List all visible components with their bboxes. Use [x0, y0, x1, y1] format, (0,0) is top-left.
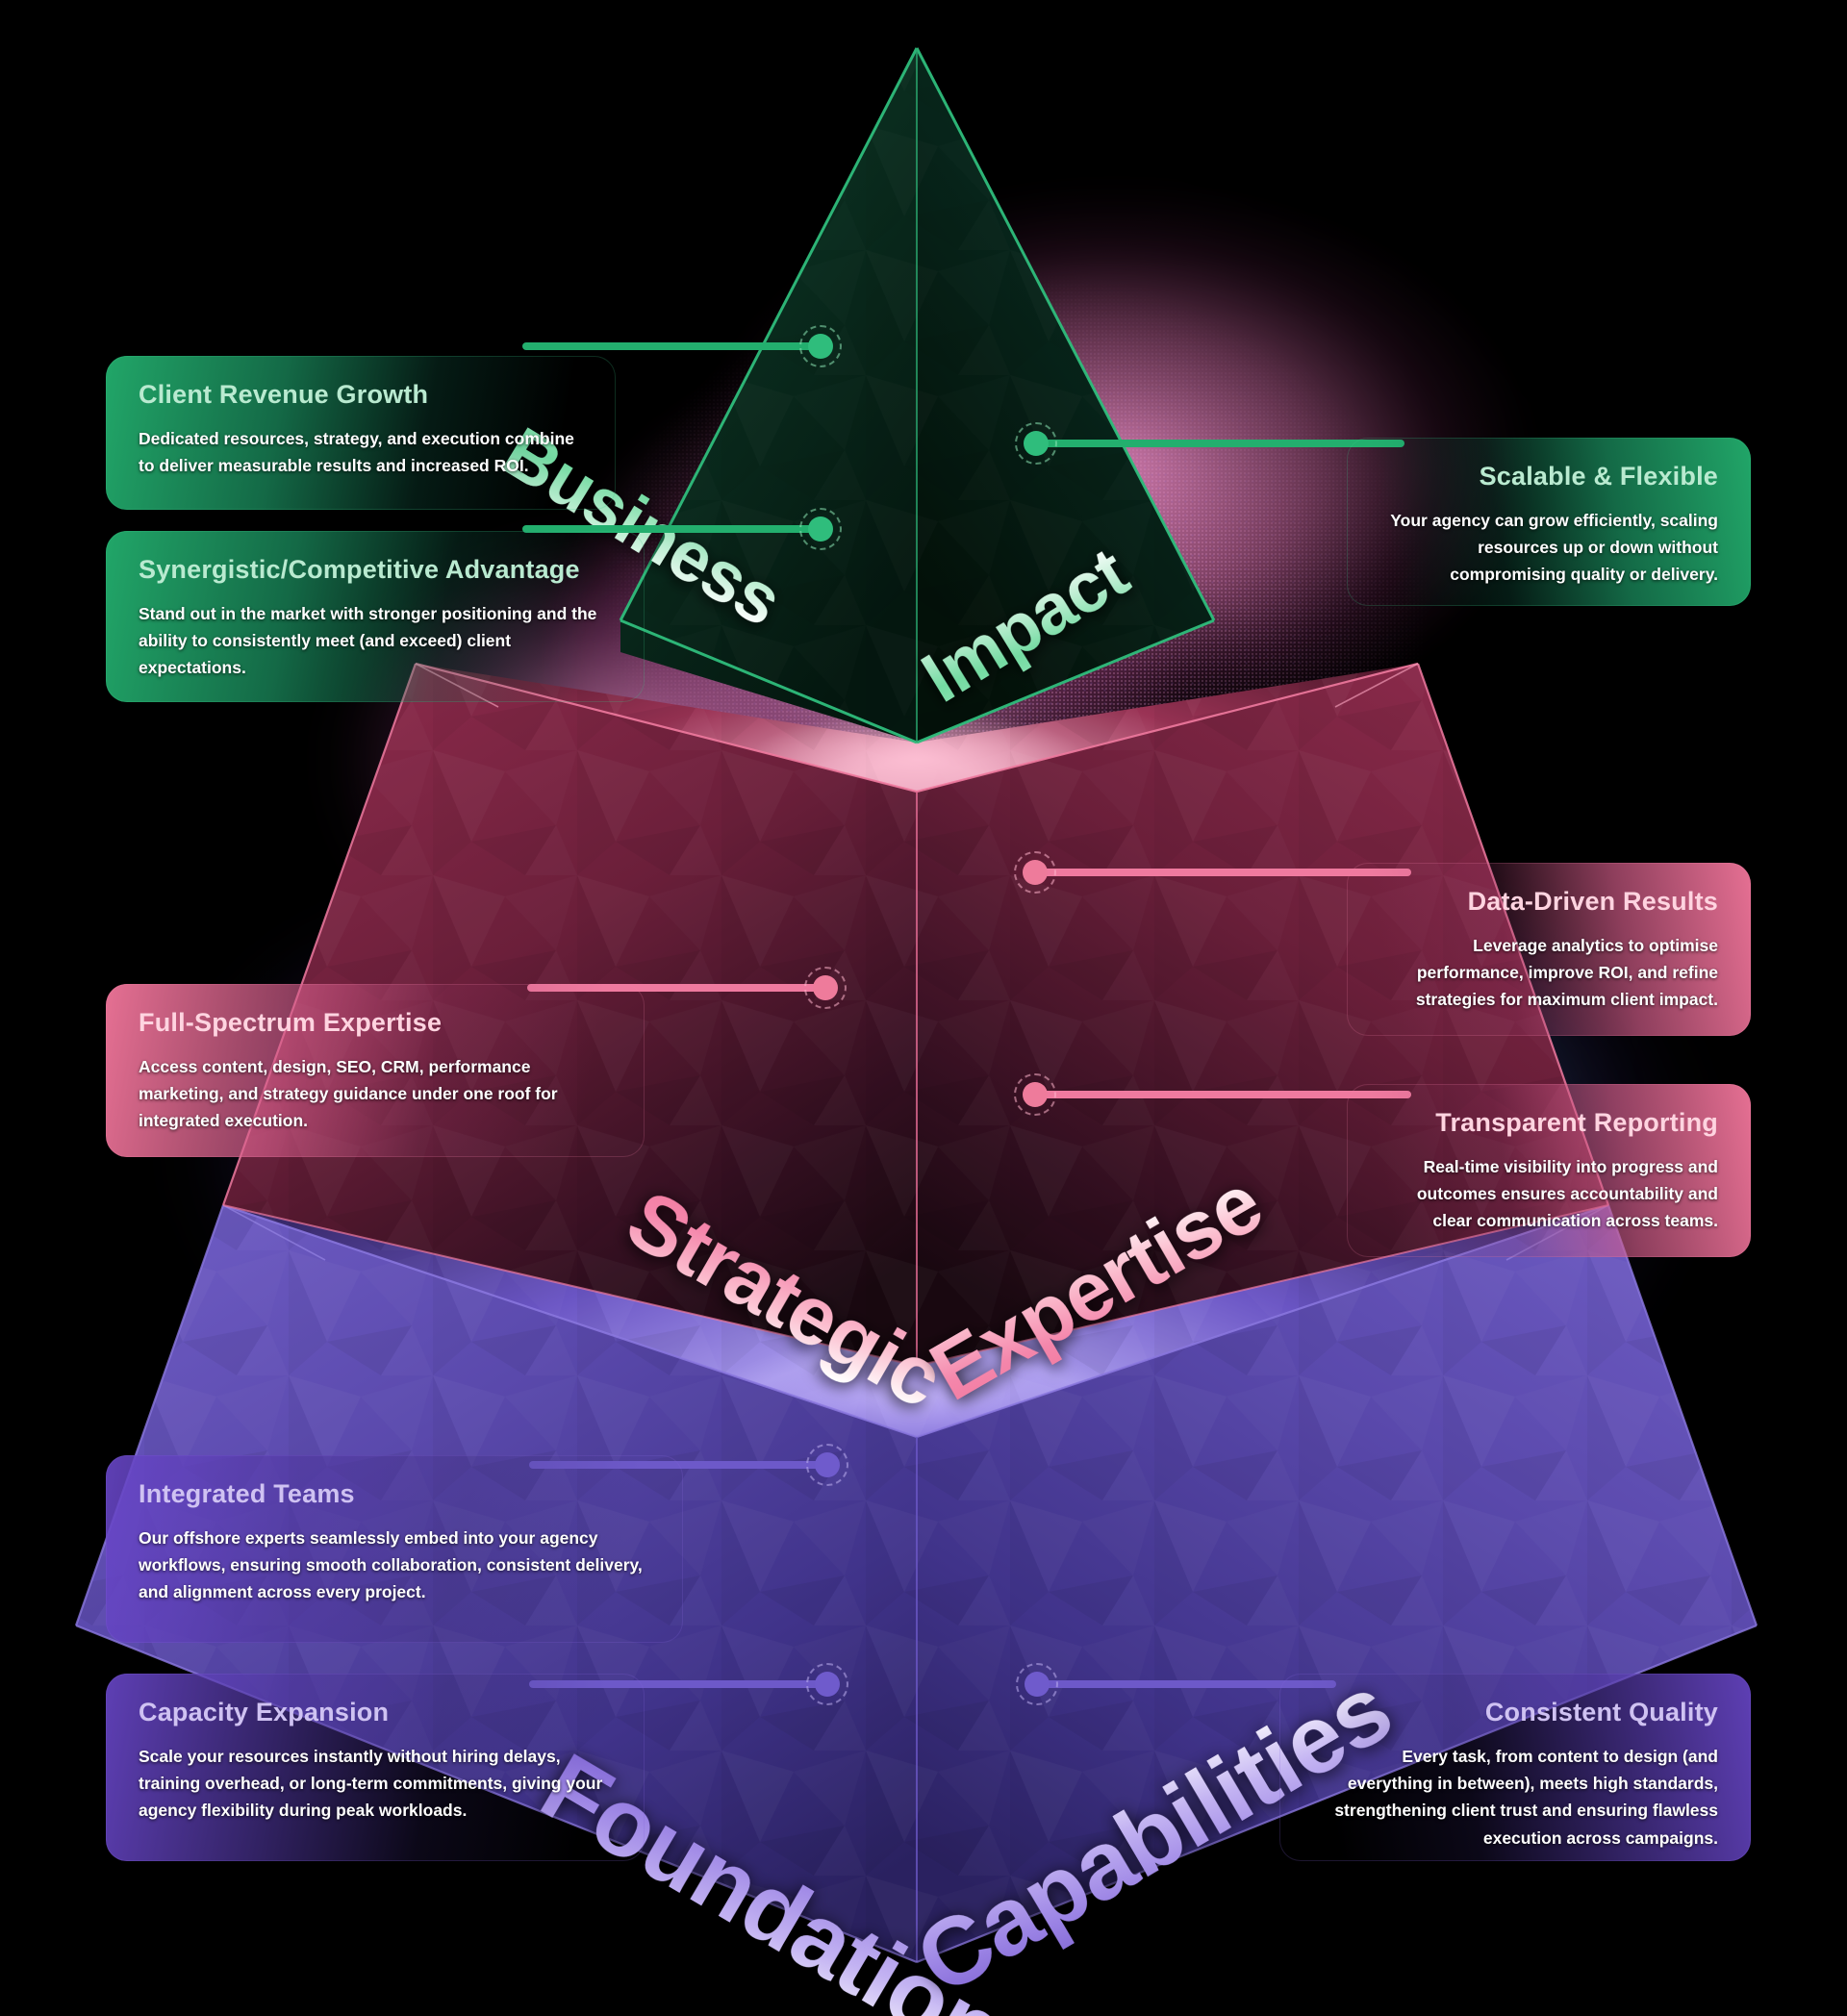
connector-line-client-revenue-growth — [522, 342, 822, 350]
connector-line-scalable-and-flexible — [1037, 440, 1404, 447]
card-synergistic-competitive-advantage[interactable]: Synergistic/Competitive Advantage Stand … — [106, 531, 645, 702]
connector-dot-transparent-reporting — [1023, 1082, 1048, 1107]
connector-ring-consistent-quality — [1016, 1663, 1058, 1705]
connector-line-transparent-reporting — [1036, 1091, 1411, 1098]
card-title: Data-Driven Results — [1467, 887, 1718, 916]
connector-ring-transparent-reporting — [1014, 1073, 1056, 1116]
connector-dot-scalable-and-flexible — [1024, 431, 1049, 456]
connector-dot-full-spectrum-expertise — [813, 975, 838, 1000]
card-body: Leverage analytics to optimise performan… — [1415, 935, 1718, 1010]
card-body: Dedicated resources, strategy, and execu… — [139, 428, 574, 476]
connector-ring-full-spectrum-expertise — [804, 967, 847, 1009]
card-client-revenue-growth[interactable]: Client Revenue Growth Dedicated resource… — [106, 356, 616, 510]
card-title: Consistent Quality — [1484, 1698, 1718, 1726]
connector-ring-data-driven-results — [1014, 851, 1056, 894]
card-full-spectrum-expertise[interactable]: Full-Spectrum Expertise Access content, … — [106, 984, 645, 1157]
card-integrated-teams[interactable]: Integrated Teams Our offshore experts se… — [106, 1455, 683, 1643]
connector-ring-client-revenue-growth — [799, 325, 842, 367]
card-body: Access content, design, SEO, CRM, perfor… — [139, 1056, 558, 1131]
card-body: Scale your resources instantly without h… — [139, 1746, 603, 1821]
card-data-driven-results[interactable]: Data-Driven Results Leverage analytics t… — [1347, 863, 1751, 1036]
connector-dot-capacity-expansion — [815, 1672, 840, 1697]
card-scalable-and-flexible[interactable]: Scalable & Flexible Your agency can grow… — [1347, 438, 1751, 606]
connector-dot-data-driven-results — [1023, 860, 1048, 885]
connector-line-synergistic-competitive-advantage — [522, 525, 822, 533]
connector-line-capacity-expansion — [529, 1680, 829, 1688]
card-body: Real-time visibility into progress and o… — [1416, 1156, 1718, 1231]
card-title: Capacity Expansion — [139, 1698, 390, 1726]
connector-ring-capacity-expansion — [806, 1663, 848, 1705]
card-body: Your agency can grow efficiently, scalin… — [1390, 510, 1718, 585]
connector-dot-synergistic-competitive-advantage — [808, 517, 833, 542]
connector-ring-synergistic-competitive-advantage — [799, 508, 842, 550]
connector-line-consistent-quality — [1038, 1680, 1336, 1688]
card-consistent-quality[interactable]: Consistent Quality Every task, from cont… — [1279, 1674, 1751, 1861]
card-capacity-expansion[interactable]: Capacity Expansion Scale your resources … — [106, 1674, 645, 1861]
card-body: Stand out in the market with stronger po… — [139, 603, 597, 678]
card-title: Transparent Reporting — [1435, 1108, 1718, 1137]
connector-dot-consistent-quality — [1025, 1672, 1050, 1697]
pyramid-tier-apex — [619, 47, 1216, 744]
card-title: Synergistic/Competitive Advantage — [139, 555, 580, 584]
card-title: Full-Spectrum Expertise — [139, 1008, 443, 1037]
card-title: Integrated Teams — [139, 1479, 355, 1508]
card-body: Our offshore experts seamlessly embed in… — [139, 1527, 643, 1602]
card-transparent-reporting[interactable]: Transparent Reporting Real-time visibili… — [1347, 1084, 1751, 1257]
connector-line-data-driven-results — [1036, 869, 1411, 876]
connector-ring-integrated-teams — [806, 1444, 848, 1486]
card-title: Client Revenue Growth — [139, 380, 429, 409]
connector-dot-integrated-teams — [815, 1452, 840, 1477]
connector-dot-client-revenue-growth — [808, 334, 833, 359]
connector-ring-scalable-and-flexible — [1015, 422, 1057, 465]
card-body: Every task, from content to design (and … — [1334, 1746, 1718, 1848]
connector-line-full-spectrum-expertise — [527, 984, 827, 992]
card-title: Scalable & Flexible — [1479, 462, 1718, 491]
